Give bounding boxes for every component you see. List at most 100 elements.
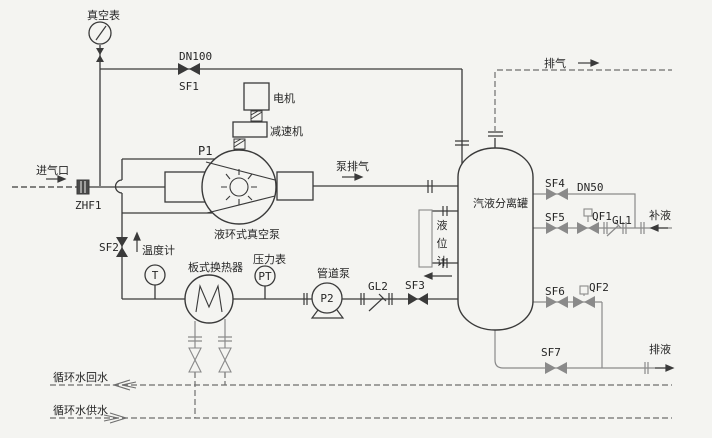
coupling-hatch <box>250 110 263 120</box>
sf4-label: SF4 <box>545 177 565 190</box>
gl1-label: GL1 <box>612 214 632 227</box>
level-char-2: 位 <box>437 236 448 250</box>
separator-label: 汽液分离罐 <box>473 196 528 210</box>
p2-base <box>310 309 345 319</box>
check-valve-icon <box>368 293 387 312</box>
level-char-1: 液 <box>437 218 448 232</box>
dn100-label: DN100 <box>179 50 212 63</box>
flanges-gray <box>188 222 649 374</box>
filter-hatch <box>80 181 86 193</box>
valve-qf1 <box>577 222 599 234</box>
pt-tag: PT <box>258 270 272 283</box>
cw-return-label: 循环水回水 <box>53 371 108 384</box>
motor-box <box>243 82 270 111</box>
p2-body <box>311 282 343 314</box>
coupling2-hatch <box>233 138 246 148</box>
sf2-label: SF2 <box>99 241 119 254</box>
valve-qf2-actuator <box>579 285 589 296</box>
impeller-hub <box>229 177 249 197</box>
gauge-isolation-valve-icon <box>96 48 104 62</box>
vacuum-gauge-needle <box>95 25 107 41</box>
inlet-label: 进气口 <box>36 163 69 177</box>
plate-heat-exchanger <box>184 274 234 324</box>
check-valve-gl2 <box>368 293 387 312</box>
pressure-gauge-label: 压力表 <box>253 252 286 266</box>
makeup-label: 补液 <box>649 208 671 222</box>
hx-body <box>184 274 234 324</box>
p2-tag: P2 <box>320 292 333 305</box>
pump-exhaust-label: 泵排气 <box>336 159 369 173</box>
flanges-dark <box>303 131 503 305</box>
separator-tank <box>457 147 534 331</box>
tank-shell <box>457 147 534 331</box>
pump-chords <box>205 161 276 214</box>
hx-label: 板式换热器 <box>188 260 243 274</box>
pressure-gauge <box>254 265 276 287</box>
flow-arrows-dark <box>46 59 675 372</box>
level-char-3: 计 <box>437 255 448 268</box>
sf3-label: SF3 <box>405 279 425 292</box>
check-valve-icon <box>606 221 622 237</box>
motor-unit <box>232 82 270 150</box>
vacuum-gauge-label: 真空表 <box>87 8 120 22</box>
cw-supply-arrow <box>103 412 128 424</box>
sf5-label: SF5 <box>545 211 565 224</box>
thermometer-gauge <box>144 264 166 286</box>
pump-casing <box>201 149 277 225</box>
zhf1-label: ZHF1 <box>75 199 102 212</box>
exhaust-label: 排气 <box>544 56 566 70</box>
makeup-arrow-head <box>649 224 659 232</box>
pump-name-label: 液环式真空泵 <box>214 227 280 241</box>
pipeline-pump-label: 管道泵 <box>317 266 350 280</box>
pump-inlet-port <box>164 171 206 203</box>
tank-outflow-arrow-head <box>423 272 433 280</box>
valve-sf4 <box>546 188 568 200</box>
dn50-label: DN50 <box>577 181 604 194</box>
check-valve-gl1 <box>606 221 622 237</box>
inlet-arrow-head <box>57 175 67 183</box>
exhaust-arrow-head <box>590 59 600 67</box>
sf1-label: SF1 <box>179 80 199 93</box>
sf6-label: SF6 <box>545 285 565 298</box>
valve-sf6 <box>546 296 568 308</box>
reducer-label: 减速机 <box>270 124 303 138</box>
level-gauge <box>418 209 433 268</box>
valve-cw-right <box>218 347 232 373</box>
hx-plate-symbol <box>195 284 223 313</box>
impeller-spokes <box>221 169 257 205</box>
filter-icon <box>76 179 90 195</box>
valve-qf1-actuator <box>583 208 593 222</box>
qf2-label: QF2 <box>589 281 609 294</box>
reducer-box <box>232 121 268 138</box>
pipes-gray-dashed <box>50 69 672 419</box>
vacuum-gauge-dial <box>88 21 112 45</box>
cw-supply-label: 循环水供水 <box>53 403 108 417</box>
level-gauge-column <box>418 209 433 268</box>
gl2-label: GL2 <box>368 280 388 293</box>
valve-sf1 <box>178 63 200 75</box>
valve-sf3 <box>408 293 428 305</box>
drain-label: 排液 <box>649 342 671 356</box>
sf7-label: SF7 <box>541 346 561 359</box>
valve-sf2 <box>116 237 128 257</box>
vacuum-pump-p1 <box>164 149 314 225</box>
valve-cw-left <box>188 347 202 373</box>
t-tag: T <box>152 269 159 282</box>
thermometer-label: 温度计 <box>142 243 175 257</box>
vacuum-gauge <box>88 21 112 62</box>
valve-sf7 <box>545 362 567 374</box>
drain-arrow-head <box>665 364 675 372</box>
coupling-icon <box>250 110 263 122</box>
cw-return-arrow <box>112 379 137 391</box>
coupling2-icon <box>233 138 246 150</box>
inlet-filter-zhf1 <box>76 179 90 195</box>
valve-qf2 <box>573 296 595 308</box>
pump-exhaust-arrow-head <box>354 173 364 181</box>
motor-label: 电机 <box>273 91 295 105</box>
thermo-arrow-head <box>133 231 141 241</box>
pump-outlet-port <box>276 171 314 201</box>
thermometer-dial <box>144 264 166 286</box>
valve-sf5 <box>546 222 568 234</box>
